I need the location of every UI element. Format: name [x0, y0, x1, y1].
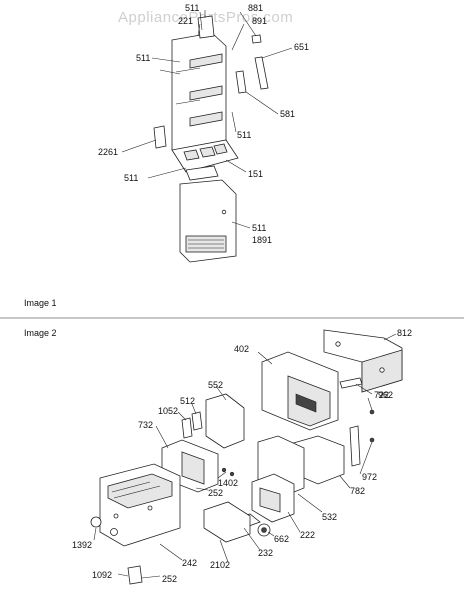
- callout-2261: 2261: [98, 147, 118, 157]
- valve-222-face: [259, 487, 281, 513]
- bracket-552: [205, 393, 245, 449]
- screw-962: [369, 409, 375, 415]
- door-screw: [221, 209, 227, 215]
- bar-651: [254, 56, 269, 90]
- rod-722: [339, 377, 363, 389]
- image-2-drawing: [90, 329, 403, 585]
- callout-511-lower: 511: [124, 173, 138, 183]
- callout-1092: 1092: [92, 570, 112, 580]
- callout-221: 221: [178, 16, 193, 26]
- body-732-plate: [181, 451, 205, 485]
- callout-1891: 1891: [252, 235, 272, 245]
- image-1-callouts: 511 881 221 891 511 651 511 581 2261 511…: [98, 3, 309, 245]
- callout-532: 532: [322, 512, 337, 522]
- callout-891: 891: [252, 16, 267, 26]
- callout-1052: 1052: [158, 406, 178, 416]
- image-2-callouts: 812 402 722 552 512 1052 732 962 1402 25…: [72, 328, 412, 584]
- clip-1052: [181, 417, 193, 439]
- clip-1092: [127, 565, 143, 585]
- callout-812: 812: [397, 328, 412, 338]
- callout-2102: 2102: [210, 560, 230, 570]
- callout-222: 222: [300, 530, 315, 540]
- part-2102: [203, 501, 251, 543]
- callout-782: 782: [350, 486, 365, 496]
- callout-151: 151: [248, 169, 263, 179]
- back-panel-rail: [189, 53, 223, 69]
- back-panel-rail-3: [189, 111, 223, 127]
- callout-962: 962: [378, 390, 393, 400]
- callout-552: 552: [208, 380, 223, 390]
- callout-732: 732: [138, 420, 153, 430]
- callout-511-top: 511: [185, 3, 199, 13]
- clip-512: [191, 411, 203, 431]
- callout-242: 242: [182, 558, 197, 568]
- cap-881: [251, 34, 262, 44]
- screw-1402-a: [221, 467, 227, 473]
- image-1-drawing: [121, 10, 293, 263]
- callout-581: 581: [280, 109, 295, 119]
- callout-511-mid: 511: [237, 130, 251, 140]
- housing-402-slot: [295, 393, 317, 413]
- chute-slot-3: [213, 143, 228, 155]
- callout-252-lower: 252: [162, 574, 177, 584]
- latch-2261: [153, 125, 167, 149]
- callout-232: 232: [258, 548, 273, 558]
- callout-1402: 1402: [218, 478, 238, 488]
- callout-651: 651: [294, 42, 309, 52]
- callout-512: 512: [180, 396, 195, 406]
- pin-962: [349, 425, 361, 467]
- button-1392: [90, 516, 102, 528]
- screw-1402-b: [229, 471, 235, 477]
- callout-1392: 1392: [72, 540, 92, 550]
- chute-slot-1: [183, 149, 200, 161]
- section-title-image-1: Image 1: [24, 298, 57, 308]
- clip-581: [235, 70, 247, 94]
- callout-662: 662: [274, 534, 289, 544]
- callout-972: 972: [362, 472, 377, 482]
- connector-clip: [185, 165, 219, 181]
- callout-511-left: 511: [136, 53, 150, 63]
- screw-972: [369, 437, 375, 443]
- callout-722: 722: [374, 390, 389, 400]
- back-panel-rail-2: [189, 85, 223, 101]
- callout-252-upper: 252: [208, 488, 223, 498]
- callout-402: 402: [234, 344, 249, 354]
- section-title-image-2: Image 2: [24, 328, 57, 338]
- callout-511-door: 511: [252, 223, 266, 233]
- callout-881: 881: [248, 3, 263, 13]
- chute-slot-2: [199, 146, 216, 158]
- top-bracket: [197, 15, 215, 39]
